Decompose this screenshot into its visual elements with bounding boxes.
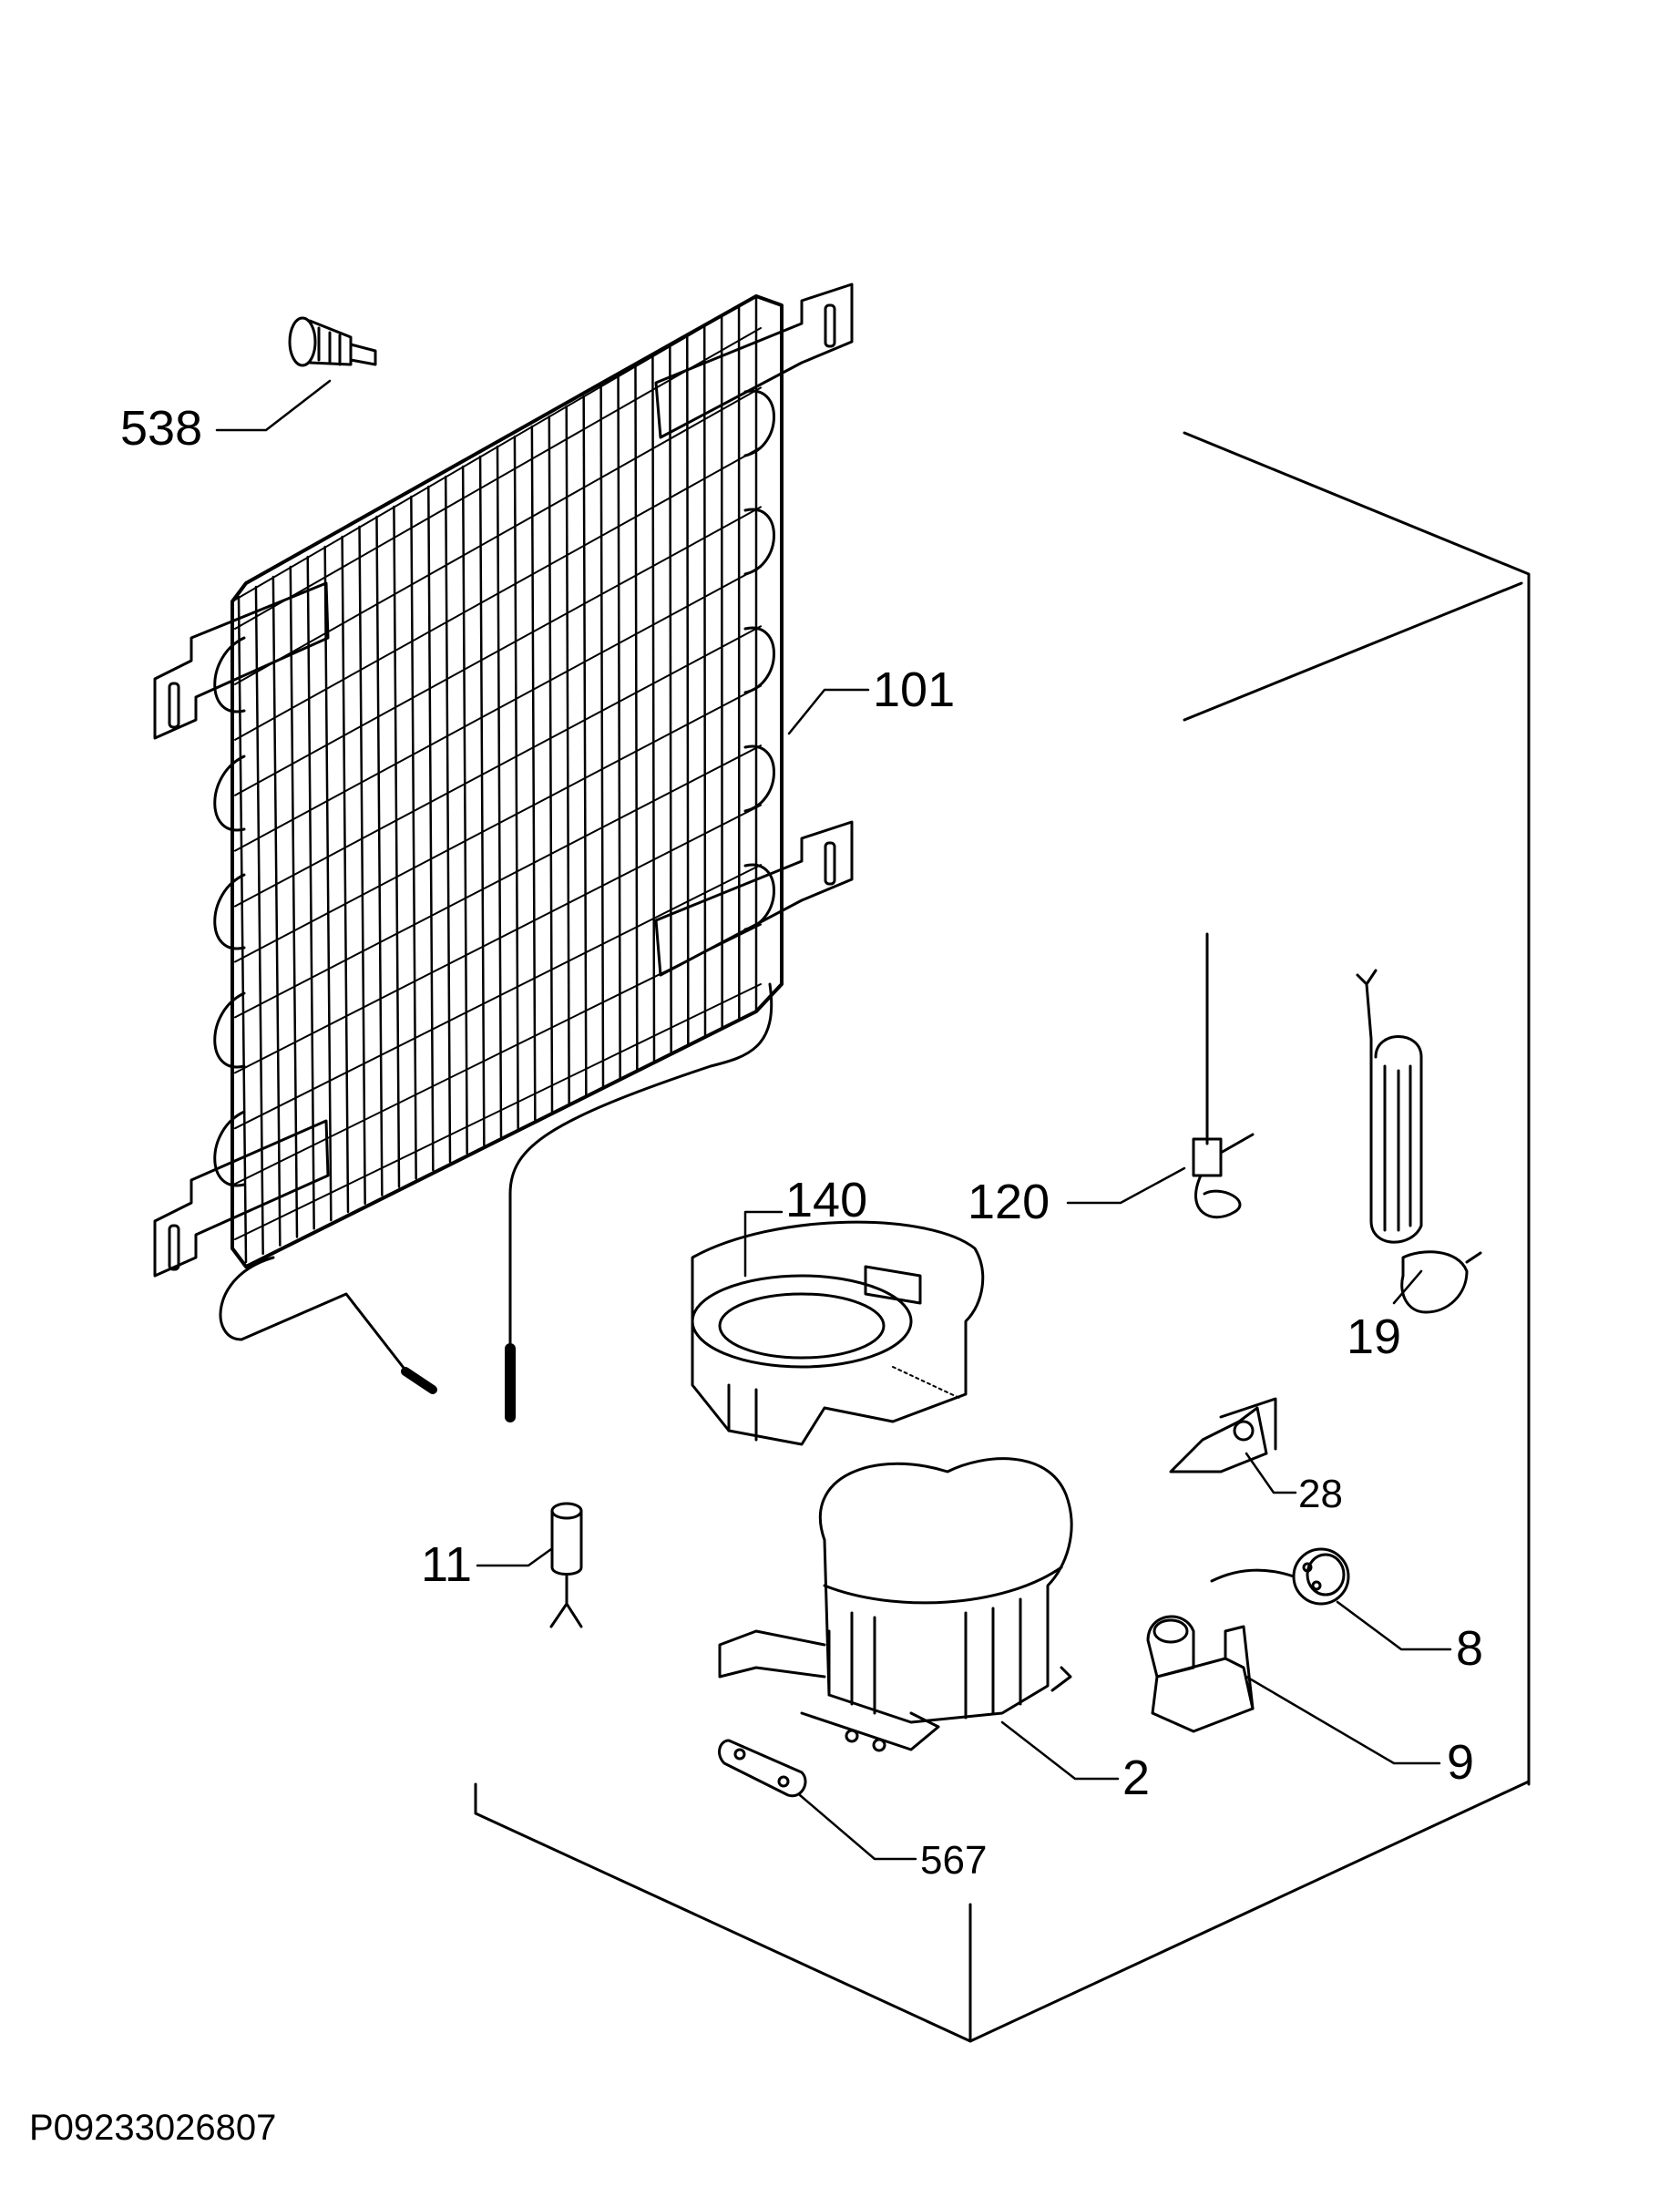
leader-11: [476, 1547, 553, 1567]
relay-clamp-part: [1146, 1615, 1255, 1733]
condenser-wire: [271, 575, 282, 1247]
condenser-tube: [234, 565, 762, 852]
leader-538: [215, 379, 332, 432]
leader-101: [787, 688, 870, 735]
part-label-8: 8: [1456, 1621, 1484, 1676]
condenser-tube: [234, 684, 762, 963]
dryer-filter-part: [1192, 932, 1255, 1219]
condenser-tube: [234, 446, 762, 741]
leader-lines: [215, 379, 1452, 1861]
condenser-wire: [427, 485, 435, 1172]
leader-19: [1392, 1269, 1423, 1305]
condenser-wire: [513, 435, 519, 1130]
condenser-wire: [254, 585, 264, 1256]
leader-140: [743, 1210, 784, 1278]
part-label-140: 140: [785, 1173, 868, 1227]
condenser-tube: [234, 327, 762, 630]
condenser-wire: [530, 425, 537, 1122]
document-code: P09233026807: [29, 2108, 277, 2148]
condenser-wire: [393, 505, 401, 1188]
condenser-wire: [617, 375, 621, 1080]
leader-9: [1245, 1675, 1441, 1765]
drip-tray-part: [691, 1220, 985, 1446]
part-label-19: 19: [1347, 1309, 1402, 1364]
condenser-wire: [496, 445, 503, 1138]
bracket-part: [1169, 1397, 1277, 1473]
condenser-wire: [237, 595, 248, 1264]
condenser-wire: [410, 495, 417, 1180]
condenser-wire: [669, 344, 672, 1055]
condenser-wire: [548, 415, 554, 1114]
part-label-2: 2: [1122, 1751, 1151, 1805]
compressor-part: [718, 1457, 1073, 1752]
condenser-wire: [478, 455, 486, 1146]
condenser-wire: [582, 395, 588, 1096]
cable-clip-part: [288, 316, 377, 367]
leader-567: [798, 1793, 917, 1861]
condenser-tube: [234, 804, 762, 1074]
condenser-tube: [234, 864, 762, 1130]
leader-8: [1336, 1600, 1452, 1651]
part-label-28: 28: [1298, 1472, 1343, 1516]
part-label-101: 101: [873, 662, 956, 717]
condenser-tube: [234, 625, 762, 908]
condenser-wire: [651, 354, 656, 1063]
power-cord-part: [1356, 969, 1482, 1314]
condenser-wire: [375, 515, 384, 1196]
condenser-wire: [461, 465, 468, 1155]
part-label-567: 567: [920, 1838, 988, 1883]
condenser-wire: [702, 324, 707, 1038]
part-label-11: 11: [421, 1537, 473, 1592]
part-label-538: 538: [120, 401, 203, 456]
part-label-120: 120: [968, 1175, 1050, 1229]
condenser-wire: [306, 555, 315, 1230]
capillary-filter-part: [549, 1502, 583, 1628]
condenser: [153, 282, 854, 1422]
condenser-tube: [234, 923, 762, 1186]
condenser-tube: [234, 983, 762, 1240]
condenser-tube: [234, 506, 762, 796]
condenser-tube: [234, 386, 762, 685]
condenser-wire: [686, 334, 690, 1046]
condenser-wire: [634, 364, 639, 1072]
part-label-9: 9: [1447, 1735, 1475, 1790]
condenser-tube: [234, 744, 762, 1019]
condenser-wire: [289, 565, 299, 1238]
condenser-wire: [323, 545, 333, 1222]
condenser-wire: [341, 535, 350, 1214]
condenser-wire: [444, 475, 452, 1164]
mounting-plate-part: [718, 1739, 807, 1798]
thermal-protector-part: [1210, 1547, 1350, 1606]
condenser-wire: [565, 405, 570, 1105]
condenser-wire: [358, 525, 366, 1206]
condenser-wire: [599, 385, 605, 1088]
leader-120: [1066, 1166, 1186, 1205]
leader-2: [1000, 1720, 1120, 1781]
cabinet-outline: [474, 431, 1531, 2043]
leader-28: [1245, 1452, 1297, 1494]
